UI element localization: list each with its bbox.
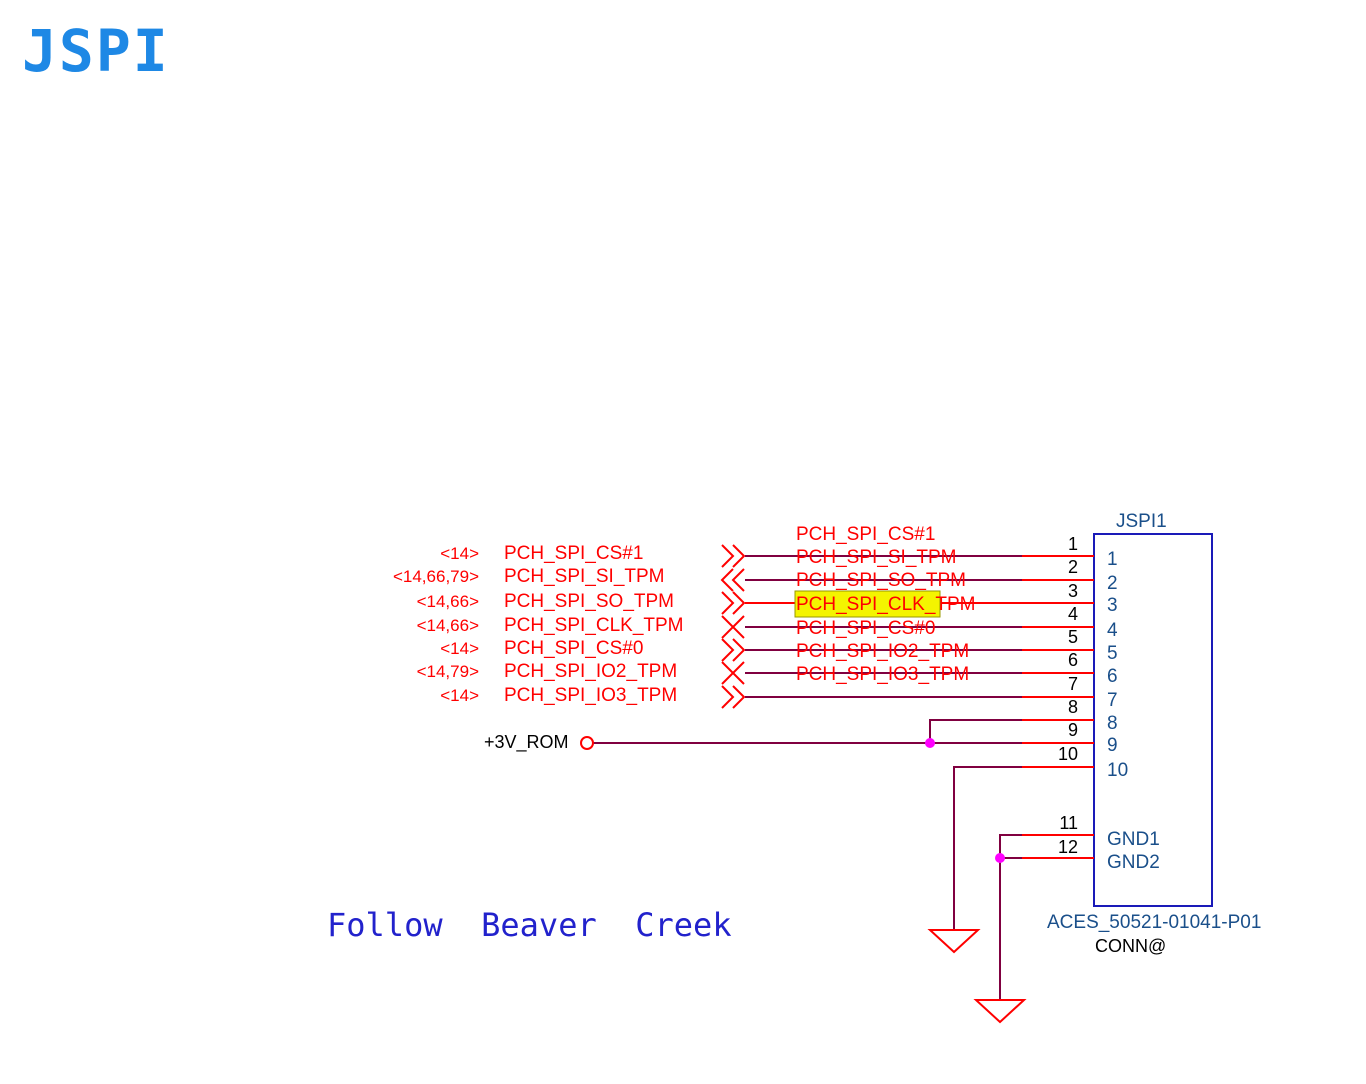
pin-names: 1 2 3 4 5 6 7 8 9 10 GND1 GND2 bbox=[1107, 549, 1160, 873]
pin-name: 6 bbox=[1107, 666, 1118, 687]
pin-name: 5 bbox=[1107, 643, 1118, 664]
chevron-out-5b bbox=[732, 638, 746, 662]
selection-highlight[interactable] bbox=[794, 590, 941, 618]
offpage-ref: <14> bbox=[440, 686, 479, 705]
pin-number: 6 bbox=[1068, 650, 1078, 670]
power-net-label: +3V_ROM bbox=[484, 732, 569, 753]
offpage-net: PCH_SPI_CS#1 bbox=[504, 543, 643, 564]
pin-number: 9 bbox=[1068, 720, 1078, 740]
offpage-ref: <14> bbox=[440, 639, 479, 658]
offpage-ref: <14> bbox=[440, 544, 479, 563]
pin-number: 4 bbox=[1068, 604, 1078, 624]
pin-number: 2 bbox=[1068, 557, 1078, 577]
pin-number: 12 bbox=[1058, 837, 1078, 857]
pin-name: 8 bbox=[1107, 713, 1118, 734]
chevron-bi-6 bbox=[721, 661, 735, 685]
chevron-bi-3b bbox=[732, 591, 746, 615]
wire-label: PCH_SPI_SO_TPM bbox=[796, 570, 966, 591]
offpage-net: PCH_SPI_SO_TPM bbox=[504, 591, 674, 612]
chevron-out-5 bbox=[721, 638, 735, 662]
chevron-bi-7 bbox=[721, 685, 735, 709]
chevron-out-1b bbox=[732, 544, 746, 568]
offpage-refs: <14> <14,66,79> <14,66> <14,66> <14> <14… bbox=[393, 544, 479, 705]
pin-number: 1 bbox=[1068, 534, 1078, 554]
chevron-in-2 bbox=[731, 568, 745, 592]
connector-option: CONN@ bbox=[1095, 936, 1166, 956]
wire-label: PCH_SPI_SI_TPM bbox=[796, 547, 957, 568]
pin-name: GND2 bbox=[1107, 852, 1160, 873]
wire-label: PCH_SPI_IO3_TPM bbox=[796, 664, 969, 685]
connector-refdes: JSPI1 bbox=[1116, 511, 1167, 532]
ground-wires bbox=[953, 766, 1094, 1000]
pin-name: 3 bbox=[1107, 595, 1118, 616]
chevron-bi-6b bbox=[731, 661, 745, 685]
chevron-bi-7b bbox=[732, 685, 746, 709]
pin-number: 5 bbox=[1068, 627, 1078, 647]
ground-symbol-1 bbox=[927, 929, 981, 954]
pin-name: 4 bbox=[1107, 620, 1118, 641]
offpage-ref: <14,79> bbox=[417, 662, 479, 681]
chevron-in-2b bbox=[720, 568, 734, 592]
chevron-out-1 bbox=[721, 544, 735, 568]
wire-label: PCH_SPI_IO2_TPM bbox=[796, 641, 969, 662]
connector-part-number: ACES_50521-01041-P01 bbox=[1047, 912, 1261, 933]
ground-symbol-2 bbox=[973, 999, 1027, 1024]
offpage-nets: PCH_SPI_CS#1 PCH_SPI_SI_TPM PCH_SPI_SO_T… bbox=[504, 543, 684, 706]
wire-label: PCH_SPI_CS#0 bbox=[796, 618, 935, 639]
pin-name: 2 bbox=[1107, 573, 1118, 594]
pin-name: GND1 bbox=[1107, 829, 1160, 850]
pin-number: 8 bbox=[1068, 697, 1078, 717]
offpage-net: PCH_SPI_CLK_TPM bbox=[504, 615, 684, 636]
power-wires bbox=[580, 719, 1094, 750]
wire-label: PCH_SPI_CLK_TPM bbox=[796, 594, 976, 615]
pin-name: 7 bbox=[1107, 690, 1118, 711]
pin-number: 11 bbox=[1059, 813, 1078, 833]
wire-label: PCH_SPI_CS#1 bbox=[796, 524, 935, 545]
junction-dot-gnd bbox=[995, 853, 1005, 863]
offpage-net: PCH_SPI_IO2_TPM bbox=[504, 661, 677, 682]
offpage-ref: <14,66,79> bbox=[393, 567, 479, 586]
chevron-bi-4 bbox=[721, 615, 735, 639]
junction-dot-pin-8-9 bbox=[925, 738, 935, 748]
pin-name: 10 bbox=[1107, 760, 1128, 781]
pin-number: 7 bbox=[1068, 674, 1078, 694]
chevron-bi-4b bbox=[731, 615, 745, 639]
pin-numbers: 1 2 3 4 5 6 7 8 9 10 11 12 bbox=[1058, 534, 1078, 857]
pin-number: 10 bbox=[1058, 744, 1078, 764]
offpage-chevrons bbox=[720, 544, 746, 709]
offpage-net: PCH_SPI_CS#0 bbox=[504, 638, 643, 659]
pin-number: 3 bbox=[1068, 581, 1078, 601]
offpage-net: PCH_SPI_IO3_TPM bbox=[504, 685, 677, 706]
design-note: Follow Beaver Creek bbox=[327, 906, 732, 944]
offpage-ref: <14,66> bbox=[417, 592, 479, 611]
offpage-net: PCH_SPI_SI_TPM bbox=[504, 566, 665, 587]
power-port-circle bbox=[580, 736, 594, 750]
pin-name: 1 bbox=[1107, 549, 1118, 570]
offpage-ref: <14,66> bbox=[417, 616, 479, 635]
wire-labels: PCH_SPI_CS#1 PCH_SPI_SI_TPM PCH_SPI_SO_T… bbox=[796, 524, 976, 685]
chevron-bi-3 bbox=[721, 591, 735, 615]
page-title: JSPI bbox=[22, 17, 170, 85]
pin-name: 9 bbox=[1107, 735, 1118, 756]
